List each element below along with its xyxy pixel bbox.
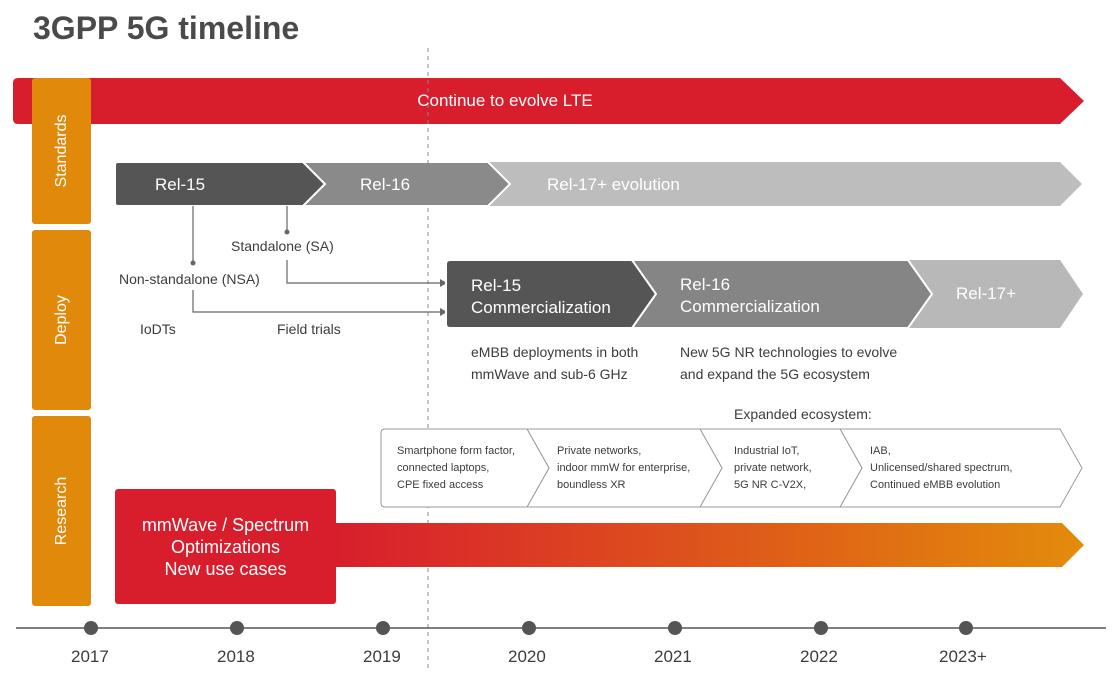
year-dot <box>668 621 682 635</box>
year-label: 2019 <box>363 647 401 666</box>
ecosystem-text-3-line1: Industrial IoT, <box>734 445 800 457</box>
iodts-label: IoDTs <box>140 321 176 337</box>
ecosystem-text-4: IAB, Unlicensed/shared spectrum, Continu… <box>870 443 1012 494</box>
sidebar-label-standards: Standards <box>52 114 70 188</box>
year-dot <box>814 621 828 635</box>
deploy-rel15-label: Rel-15 Commercialization <box>471 275 611 319</box>
standalone-label: Standalone (SA) <box>231 238 334 254</box>
sidebar-label-deploy: Deploy <box>52 295 70 345</box>
deploy-rel17-arrow <box>905 260 1083 328</box>
standards-rel17-label: Rel-17+ evolution <box>547 175 680 194</box>
standards-rel15-label: Rel-15 <box>155 175 206 194</box>
deploy-rel16-line2: Commercialization <box>680 297 820 316</box>
deploy-desc-2: New 5G NR technologies to evolve and exp… <box>680 341 897 385</box>
ecosystem-text-1: Smartphone form factor, connected laptop… <box>397 443 515 494</box>
ecosystem-text-4-line3: Continued eMBB evolution <box>870 479 1001 491</box>
sidebar-deploy: Deploy <box>32 230 91 410</box>
ecosystem-text-2-line2: indoor mmW for enterprise, <box>557 462 691 474</box>
sidebar-label-research: Research <box>52 476 70 546</box>
ecosystem-text-3: Industrial IoT, private network, 5G NR C… <box>734 443 812 494</box>
deploy-rel15-arrow <box>445 259 658 329</box>
year-label: 2020 <box>508 647 546 666</box>
ecosystem-heading: Expanded ecosystem: <box>734 406 872 422</box>
deploy-desc-2-line1: New 5G NR technologies to evolve <box>680 344 898 360</box>
deploy-rel15-line1: Rel-15 <box>471 276 522 295</box>
ecosystem-text-1-line1: Smartphone form factor, <box>397 445 515 457</box>
year-dot <box>522 621 536 635</box>
sa-to-commercial-arrow <box>286 260 440 284</box>
year-label: 2021 <box>654 647 692 666</box>
research-line2: Optimizations <box>170 536 281 557</box>
ecosystem-text-4-line2: Unlicensed/shared spectrum, <box>870 462 1013 474</box>
sidebar-standards: Standards <box>32 78 91 224</box>
lte-bar <box>13 78 1084 124</box>
research-line1: mmWave / Spectrum <box>141 514 310 535</box>
ecosystem-text-2-line3: boundless XR <box>557 479 626 491</box>
deploy-desc-1: eMBB deployments in both mmWave and sub-… <box>471 341 638 385</box>
year-dot <box>959 621 973 635</box>
ecosystem-text-1-line3: CPE fixed access <box>397 479 484 491</box>
year-label: 2018 <box>217 647 255 666</box>
research-line3: New use cases <box>164 558 287 579</box>
deploy-desc-1-line1: eMBB deployments in both <box>471 344 639 360</box>
standards-rel17-arrow <box>470 162 1082 206</box>
deploy-desc-2-line2: and expand the 5G ecosystem <box>680 366 870 382</box>
ecosystem-text-2-line1: Private networks, <box>557 445 642 457</box>
research-box: mmWave / Spectrum Optimizations New use … <box>115 489 336 604</box>
ecosystem-text-3-line2: private network, <box>734 462 812 474</box>
year-dot <box>84 621 98 635</box>
lte-bar-label: Continue to evolve LTE <box>417 91 593 110</box>
ecosystem-text-4-line1: IAB, <box>870 445 891 457</box>
year-dot <box>230 621 244 635</box>
deploy-rel16-line1: Rel-16 <box>680 275 731 294</box>
sidebar-research: Research <box>32 416 91 606</box>
deploy-desc-1-line2: mmWave and sub-6 GHz <box>471 366 628 382</box>
year-label: 2023+ <box>939 647 987 666</box>
standards-rel15-arrow <box>114 161 327 207</box>
standards-rel16-label: Rel-16 <box>360 175 411 194</box>
field-trials-label: Field trials <box>277 321 341 337</box>
ecosystem-text-3-line3: 5G NR C-V2X, <box>734 479 807 491</box>
nsa-to-commercial-arrow <box>192 290 440 313</box>
year-label: 2017 <box>71 647 109 666</box>
research-arrow <box>330 523 1084 567</box>
deploy-rel16-label: Rel-16 Commercialization <box>680 274 820 318</box>
deploy-rel17-label: Rel-17+ <box>956 284 1017 303</box>
year-dot <box>376 621 390 635</box>
year-label: 2022 <box>800 647 838 666</box>
ecosystem-text-2: Private networks, indoor mmW for enterpr… <box>557 443 690 494</box>
page-title: 3GPP 5G timeline <box>33 10 300 46</box>
ecosystem-box-1 <box>380 428 550 508</box>
deploy-rel15-line2: Commercialization <box>471 298 611 317</box>
ecosystem-text-1-line2: connected laptops, <box>397 462 490 474</box>
nonstandalone-label: Non-standalone (NSA) <box>119 271 260 287</box>
